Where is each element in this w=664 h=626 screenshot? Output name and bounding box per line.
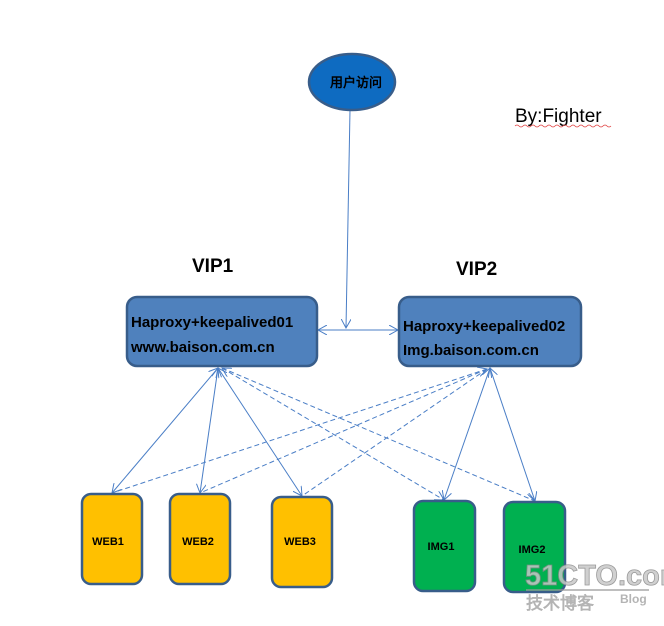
vip1-web2-link [200,368,218,493]
vip1-haproxy-box: Haproxy+keepalived01 www.baison.com.cn [125,295,319,368]
web3-node: WEB3 [270,495,334,589]
vip2-domain-label: Img.baison.com.cn [403,342,539,359]
vip2-host-label: Haproxy+keepalived02 [403,318,565,335]
vip1-web3-link [218,368,302,496]
vip2-haproxy-box: Haproxy+keepalived02 Img.baison.com.cn [397,295,583,368]
vip1-img1-backup-link [222,368,444,500]
vip2-img1-link [444,368,490,500]
img2-label: IMG2 [519,544,546,556]
vip2-img2-link [490,368,535,501]
watermark-51cto: 51CTO.com 技术博客 Blog [525,560,664,613]
author-label: By:Fighter [515,106,602,127]
web3-label: WEB3 [284,536,316,548]
web1-node: WEB1 [80,492,144,586]
web2-label: WEB2 [182,536,214,548]
user-access-label: 用户访问 [329,75,382,90]
watermark-blog: Blog [620,592,647,606]
user-access-node: 用户访问 [307,52,397,112]
web1-label: WEB1 [92,536,124,548]
img1-node: IMG1 [412,499,477,593]
vip1-domain-label: www.baison.com.cn [130,339,275,356]
watermark-sub: 技术博客 [526,593,595,613]
spellcheck-underline [514,124,612,128]
img2-node: IMG2 [502,500,567,594]
vip1-img2-backup-link [221,367,535,501]
vip1-title: VIP1 [192,256,234,277]
vip2-web2-backup-link [199,368,488,494]
vip2-web3-backup-link [301,368,488,497]
watermark-brand: 51CTO.com [525,560,664,592]
user-to-vip-link [346,109,350,328]
vip1-host-label: Haproxy+keepalived01 [131,314,293,331]
vip2-title: VIP2 [456,259,497,280]
vip1-web1-link [112,368,218,493]
img1-label: IMG1 [428,541,455,553]
web2-node: WEB2 [168,492,232,586]
vip2-web1-backup-link [111,369,487,494]
